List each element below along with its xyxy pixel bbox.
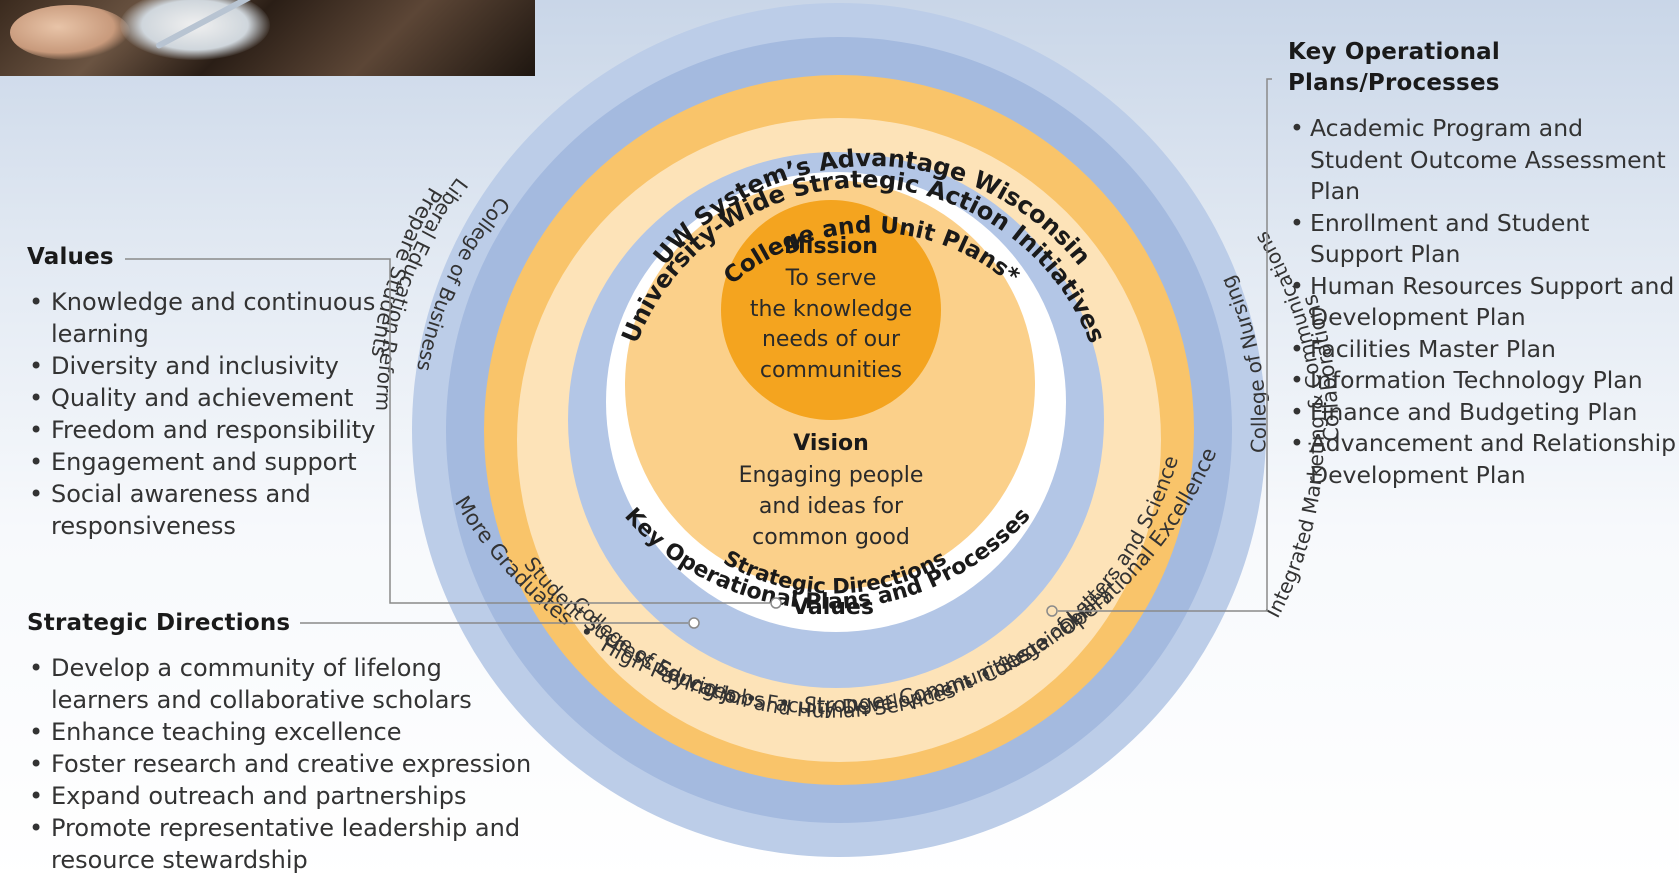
list-item: Finance and Budgeting Plan (1288, 397, 1678, 429)
mission-title: Mission (784, 234, 878, 259)
values-panel: Values Knowledge and continuous learning… (27, 244, 407, 542)
strategic-leader-dot (688, 617, 700, 629)
list-item: Develop a community of lifelong learners… (27, 652, 547, 716)
keyplans-heading-line2: Plans/Processes (1288, 70, 1500, 96)
st-bullet-1: • (743, 686, 760, 712)
mission-line-3: needs of our (762, 327, 901, 352)
list-item: Expand outreach and partnerships (27, 780, 547, 812)
header-photo (0, 0, 535, 76)
keyplans-list: Academic Program and Student Outcome Ass… (1288, 113, 1678, 491)
list-item: Academic Program and Student Outcome Ass… (1288, 113, 1678, 208)
mission-line-4: communities (760, 358, 902, 383)
list-item: Information Technology Plan (1288, 365, 1678, 397)
list-item: Enrollment and Student Support Plan (1288, 208, 1678, 271)
strategic-directions-panel: Strategic Directions Develop a community… (27, 610, 547, 876)
list-item: Advancement and Relationship Development… (1288, 428, 1678, 491)
mission-line-2: the knowledge (750, 297, 912, 322)
keyplans-heading-line1: Key Operational (1288, 39, 1500, 65)
vision-line-1: Engaging people (739, 463, 924, 488)
key-operational-plans-panel: Key Operational Plans/Processes Academic… (1288, 37, 1678, 491)
values-ring-title: Values (792, 595, 874, 620)
keyops-leader-line (1058, 78, 1272, 612)
list-item: Promote representative leadership and re… (27, 812, 547, 876)
vision-line-2: and ideas for (759, 494, 904, 519)
list-item: Diversity and inclusivity (27, 350, 407, 382)
list-item: Enhance teaching excellence (27, 716, 547, 748)
list-item: Foster research and creative expression (27, 748, 547, 780)
list-item: Facilities Master Plan (1288, 334, 1678, 366)
strategic-heading: Strategic Directions (27, 610, 291, 636)
keyplans-heading: Key Operational Plans/Processes (1288, 37, 1678, 99)
list-item: Engagement and support (27, 446, 407, 478)
photo-hands-icon (10, 5, 130, 60)
list-item: Human Resources Support and Development … (1288, 271, 1678, 334)
values-list: Knowledge and continuous learning Divers… (27, 286, 407, 542)
ot-bullet-2: • (777, 691, 792, 716)
mission-line-1: To serve (785, 266, 877, 291)
photo-sleeve (120, 0, 270, 60)
strategic-list: Develop a community of lifelong learners… (27, 652, 547, 876)
list-item: Knowledge and continuous learning (27, 286, 407, 350)
keyops-leader-dot (1046, 605, 1058, 617)
values-leader-dot (770, 597, 782, 609)
list-item: Quality and achievement (27, 382, 407, 414)
list-item: Freedom and responsibility (27, 414, 407, 446)
vision-title: Vision (793, 431, 869, 456)
list-item: Social awareness and responsiveness (27, 478, 407, 542)
values-heading: Values (27, 244, 114, 270)
vision-line-3: common good (752, 525, 910, 550)
mission-circle (721, 200, 941, 420)
